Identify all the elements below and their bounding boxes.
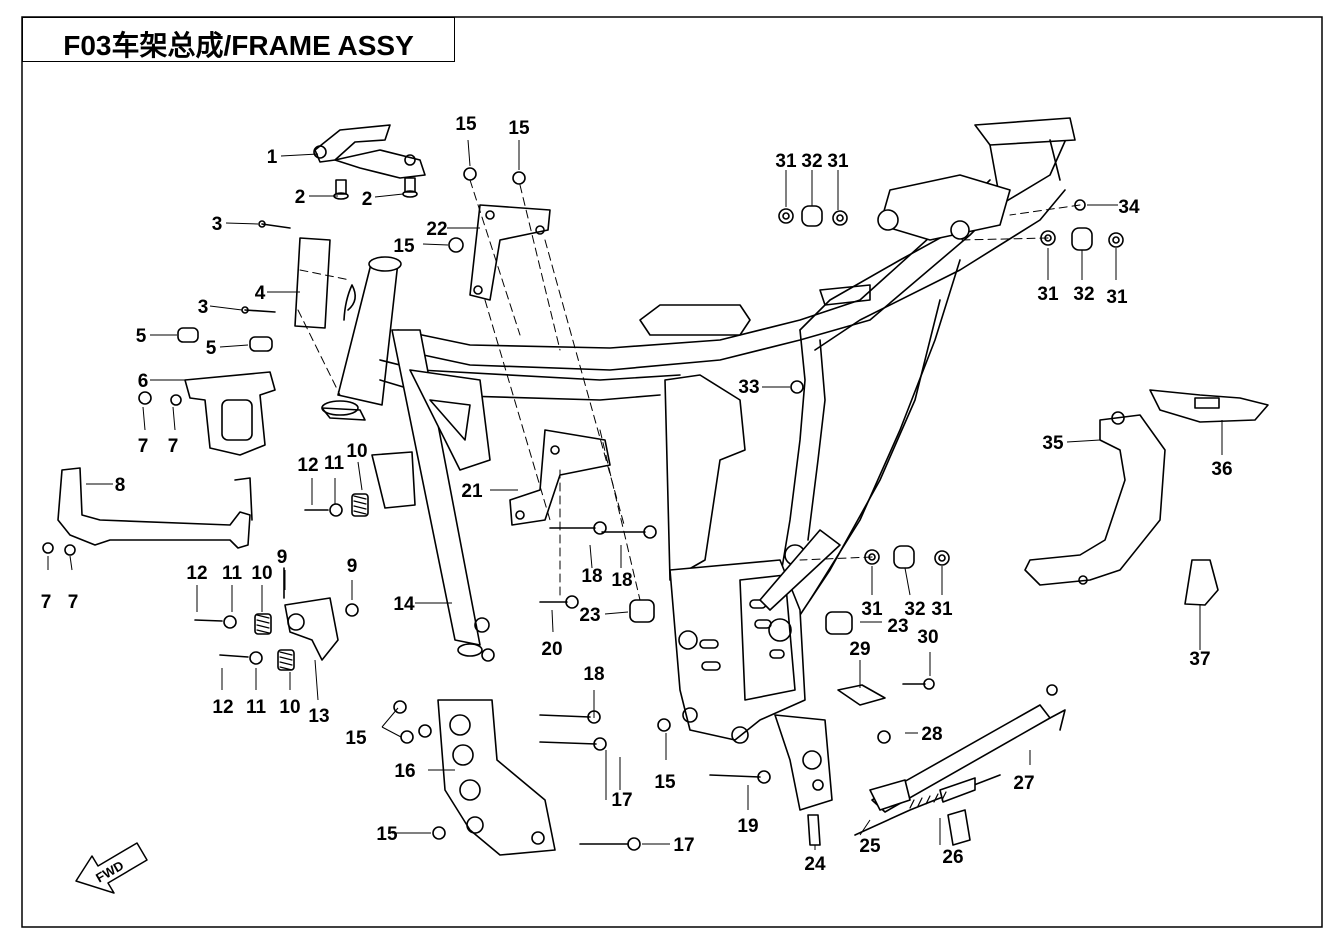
center-plates (664, 374, 841, 744)
callout-12: 12 (297, 455, 318, 476)
nuts-and-washers (393, 167, 1124, 840)
callout-15: 15 (345, 728, 367, 749)
callout-36: 36 (1211, 459, 1232, 480)
callout-31: 31 (861, 599, 883, 620)
part-23-rubbers (629, 599, 853, 635)
part-37-bracket (1184, 559, 1219, 606)
callout-15: 15 (376, 824, 398, 845)
callout-11: 11 (222, 563, 243, 584)
callout-37: 37 (1189, 649, 1210, 670)
callout-2: 2 (295, 187, 306, 208)
callout-12: 12 (186, 563, 207, 584)
callout-31: 31 (775, 151, 797, 172)
callout-31: 31 (1106, 287, 1128, 308)
callout-25: 25 (859, 836, 881, 857)
callout-14: 14 (393, 594, 415, 615)
part-8-bracket (42, 467, 253, 556)
page-title: F03车架总成/FRAME ASSY (63, 30, 414, 61)
callout-8: 8 (115, 475, 126, 496)
callout-1: 1 (267, 147, 278, 168)
callout-18: 18 (581, 566, 602, 587)
callout-32: 32 (801, 151, 822, 172)
callout-31: 31 (1037, 284, 1059, 305)
callout-22: 22 (426, 219, 447, 240)
part-36-bracket (1149, 389, 1269, 423)
callout-18: 18 (583, 664, 604, 685)
callout-10: 10 (279, 697, 300, 718)
callout-15: 15 (654, 772, 676, 793)
leader-lines (47, 139, 1223, 850)
part-35-bracket (1024, 411, 1166, 586)
part-22-bracket (469, 204, 551, 301)
callout-27: 27 (1013, 773, 1034, 794)
part-16-cover (437, 699, 556, 856)
callout-19: 19 (737, 816, 758, 837)
springs (256, 495, 947, 809)
callout-10: 10 (346, 441, 367, 462)
callout-28: 28 (921, 724, 942, 745)
fwd-arrow: FWD (75, 842, 148, 894)
part-5-grommets (177, 327, 273, 352)
callout-9: 9 (277, 547, 288, 568)
callout-17: 17 (673, 835, 694, 856)
damper-assembly (194, 451, 416, 671)
part-21-bracket (509, 429, 611, 526)
callout-3: 3 (198, 297, 209, 318)
callout-15: 15 (508, 118, 530, 139)
stand-bracket (774, 714, 833, 811)
callout-7: 7 (168, 436, 179, 457)
callout-31: 31 (827, 151, 849, 172)
main-frame-tubes (379, 117, 1076, 631)
callout-23: 23 (887, 616, 908, 637)
callout-29: 29 (849, 639, 870, 660)
callout-18: 18 (611, 570, 632, 591)
callout-16: 16 (394, 761, 415, 782)
callout-5: 5 (206, 338, 217, 359)
page-border (21, 16, 1323, 928)
callout-23: 23 (579, 605, 600, 626)
callout-32: 32 (904, 599, 925, 620)
callout-26: 26 (942, 847, 963, 868)
callout-labels: 1 2 2 3 3 4 5 5 6 7 7 7 7 8 9 9 10 10 10… (41, 114, 1233, 875)
callout-7: 7 (68, 592, 79, 613)
callout-15: 15 (455, 114, 477, 135)
callout-20: 20 (541, 639, 562, 660)
callout-5: 5 (136, 326, 147, 347)
callout-15: 15 (393, 236, 415, 257)
part-2-bolts (333, 177, 418, 200)
callout-2: 2 (362, 189, 373, 210)
part-4-plate (294, 237, 356, 329)
steering-head (321, 256, 402, 421)
callout-24: 24 (804, 854, 826, 875)
part-1-bracket (313, 124, 426, 179)
callout-21: 21 (461, 481, 483, 502)
callout-9: 9 (347, 556, 358, 577)
down-tube (391, 329, 495, 662)
callout-3: 3 (212, 214, 223, 235)
callout-4: 4 (255, 283, 266, 304)
callout-11: 11 (324, 453, 345, 474)
part-3-screws (241, 220, 291, 314)
part-6-bracket (138, 371, 276, 456)
frame-drawing (42, 117, 1269, 856)
assembly-lines (297, 179, 1081, 601)
callout-12: 12 (212, 697, 233, 718)
callout-33: 33 (738, 377, 759, 398)
callout-13: 13 (308, 706, 329, 727)
callout-17: 17 (611, 790, 632, 811)
callout-11: 11 (246, 697, 267, 718)
callout-6: 6 (138, 371, 149, 392)
callout-10: 10 (251, 563, 272, 584)
callout-31: 31 (931, 599, 953, 620)
callout-32: 32 (1073, 284, 1094, 305)
callout-35: 35 (1042, 433, 1064, 454)
callout-7: 7 (41, 592, 52, 613)
callout-7: 7 (138, 436, 149, 457)
callout-34: 34 (1118, 197, 1140, 218)
title-box: F03车架总成/FRAME ASSY (22, 17, 455, 62)
callout-30: 30 (917, 627, 938, 648)
kickstand (807, 678, 1066, 846)
